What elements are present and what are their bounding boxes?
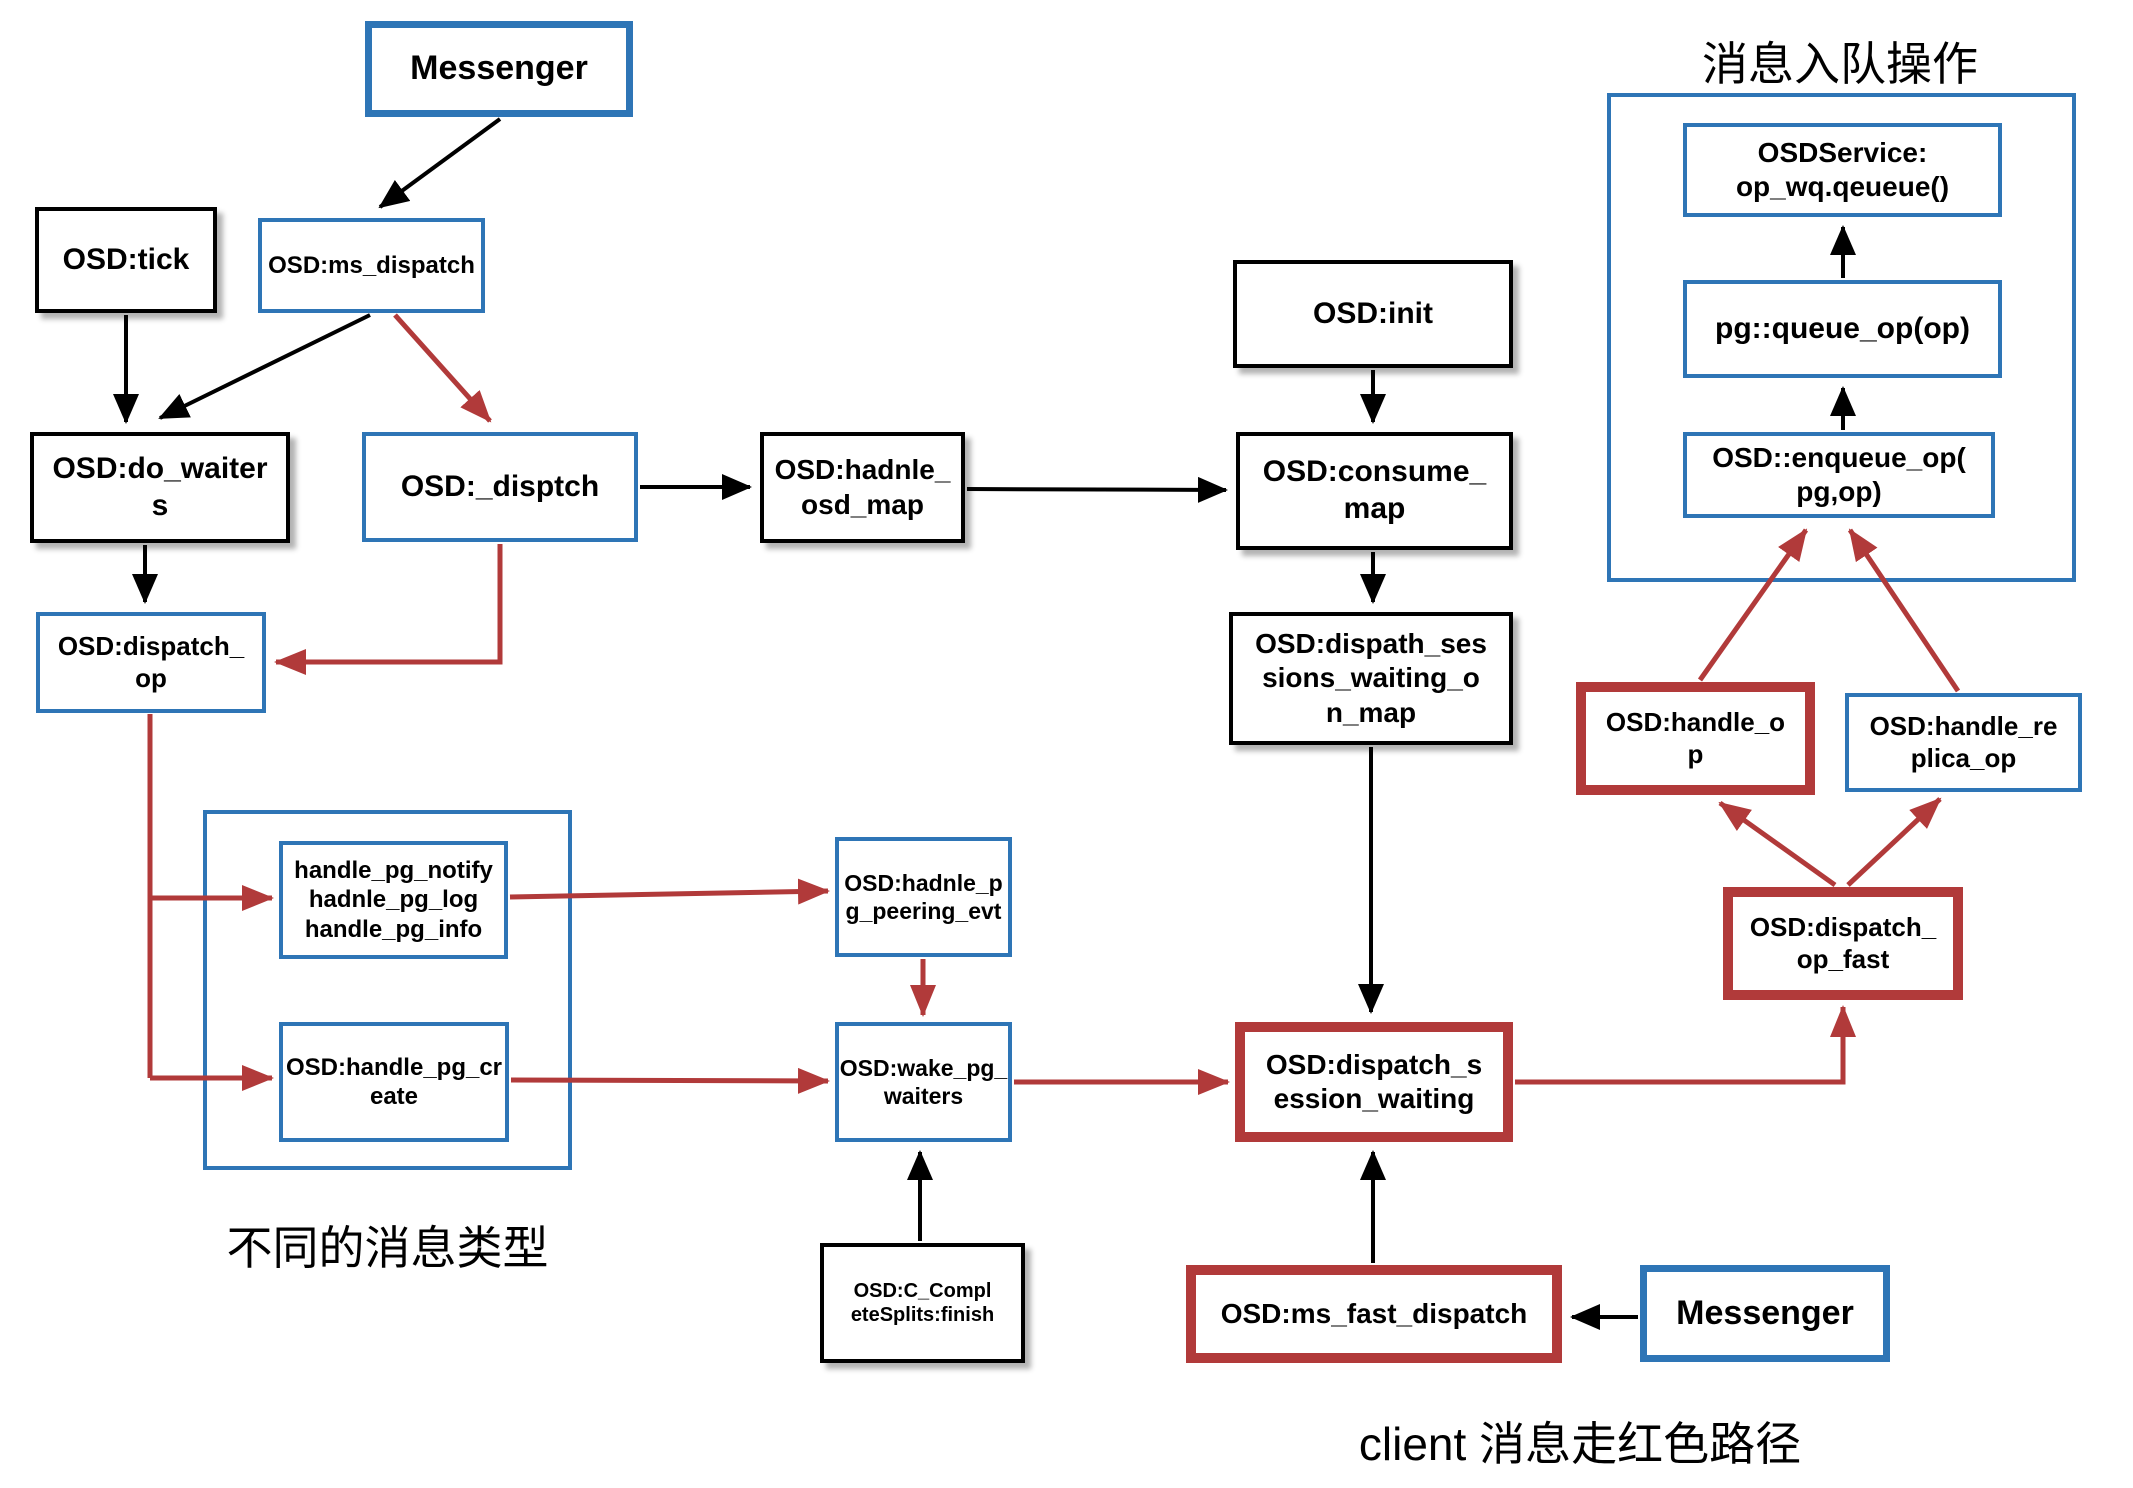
node-osdservice-op-wq-qeueue: OSDService: op_wq.qeueue() — [1683, 123, 2002, 217]
enqueue-cluster-title: 消息入队操作 — [1702, 38, 1978, 90]
node-osd-dispatch-op: OSD:dispatch_ op — [36, 612, 266, 713]
arrow-disptch-to-dispatch-op-red — [274, 544, 503, 675]
node-osd-dispatch-session-waiting: OSD:dispatch_s ession_waiting — [1235, 1022, 1513, 1142]
node-pg-msg-handlers: handle_pg_notify hadnle_pg_log handle_pg… — [279, 841, 508, 959]
node-osd-hadnle-osd-map: OSD:hadnle_ osd_map — [760, 432, 965, 543]
node-osd-wake-pg-waiters: OSD:wake_pg_ waiters — [835, 1022, 1012, 1142]
node-pg-queue-op: pg::queue_op(op) — [1683, 280, 2002, 378]
node-osd-enqueue-op: OSD::enqueue_op( pg,op) — [1683, 432, 1995, 518]
node-osd-consume-map: OSD:consume_ map — [1236, 432, 1513, 550]
node-osd-tick: OSD:tick — [35, 207, 217, 313]
node-osd-dispatch-op-fast: OSD:dispatch_ op_fast — [1723, 887, 1963, 1000]
node-messenger-bottom: Messenger — [1640, 1265, 1890, 1362]
node-osd-handle-op: OSD:handle_o p — [1576, 682, 1815, 795]
arrow-dispatch-session-waiting-to-dispatch-op-fast-red — [1515, 1005, 1856, 1085]
arrow-messenger-to-ms-dispatch — [378, 117, 502, 209]
node-osd-c-completesplits-finish: OSD:C_Compl eteSplits:finish — [820, 1243, 1025, 1363]
message-types-label: 不同的消息类型 — [226, 1222, 549, 1274]
arrow-dispatch-op-fast-to-handle-op-red — [1718, 800, 1837, 888]
node-osd-handle-replica-op: OSD:handle_re plica_op — [1845, 693, 2082, 792]
enqueue-cluster-group-box — [1607, 93, 2076, 582]
arrow-ms-dispatch-to-do-waiters — [158, 313, 371, 420]
arrow-dispatch-op-fast-to-handle-replica-op-red — [1846, 797, 1942, 887]
node-osd-disptch: OSD:_disptch — [362, 432, 638, 542]
node-osd-ms-fast-dispatch: OSD:ms_fast_dispatch — [1186, 1265, 1562, 1363]
message-types-group-box — [203, 810, 572, 1170]
arrow-ms-dispatch-to-disptch-red — [393, 313, 492, 423]
client-path-note: client 消息走红色路径 — [1358, 1418, 1802, 1470]
arrow-hadnle-osd-map-to-consume-map — [966, 476, 1228, 503]
node-osd-ms-dispatch: OSD:ms_dispatch — [258, 218, 485, 313]
node-osd-do-waiters: OSD:do_waiter s — [30, 432, 290, 543]
node-osd-hadnle-pg-peering-evt: OSD:hadnle_p g_peering_evt — [835, 837, 1012, 957]
node-osd-dispath-sessions-waiting-on-map: OSD:dispath_ses sions_waiting_o n_map — [1229, 612, 1513, 745]
node-messenger-top: Messenger — [365, 21, 633, 117]
node-osd-init: OSD:init — [1233, 260, 1513, 368]
node-osd-handle-pg-create: OSD:handle_pg_cr eate — [279, 1022, 509, 1142]
